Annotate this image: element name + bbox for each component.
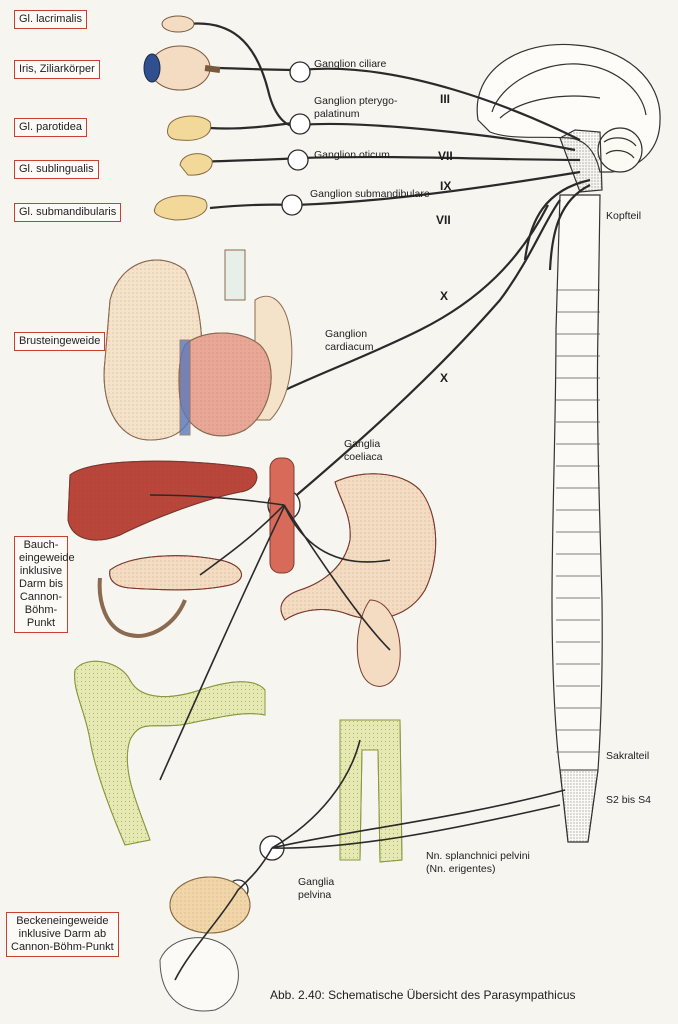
- tag-gl-sublingualis: Gl. sublingualis: [14, 160, 99, 179]
- label-ganglia-pelvina: Ganglia pelvina: [298, 876, 335, 901]
- nerve-X-b: X: [440, 371, 449, 385]
- spinal-cord: [551, 194, 603, 843]
- salivary-glands: [153, 115, 213, 221]
- abdominal-organs: [67, 457, 437, 687]
- label-ganglion-oticum: Ganglion oticum: [314, 149, 390, 161]
- label-s2-bis-s4: S2 bis S4: [606, 794, 651, 806]
- label-ganglion-ciliare: Ganglion ciliare: [314, 58, 387, 70]
- tag-brusteingeweide: Brusteingeweide: [14, 332, 106, 351]
- tag-becken: Beckeneingeweide inklusive Darm ab Canno…: [6, 912, 119, 957]
- label-ganglion-pterygopalatinum: Ganglion pterygo- palatinum: [314, 95, 398, 120]
- tag-iris: Iris, Ziliarkörper: [14, 60, 100, 79]
- label-nn-splanchnici: Nn. splanchnici pelvini (Nn. erigentes): [426, 850, 530, 875]
- caption-text: Schematische Übersicht des Parasympathic…: [328, 988, 576, 1002]
- tag-bauch: Bauch- eingeweide inklusive Darm bis Can…: [14, 536, 75, 633]
- visceral-nerves: [149, 494, 566, 981]
- figure-caption: Abb. 2.40: Schematische Übersicht des Pa…: [270, 988, 576, 1002]
- label-ganglion-submandibulare: Ganglion submandibulare: [310, 188, 430, 200]
- nerve-VII-a: VII: [438, 149, 453, 163]
- eye: [143, 15, 221, 91]
- nerve-VII-b: VII: [436, 213, 451, 227]
- nerve-III: III: [440, 92, 451, 106]
- pelvic-organs: [159, 876, 251, 1012]
- caption-number: Abb. 2.40:: [270, 988, 325, 1002]
- thorax-organs: [103, 249, 293, 441]
- brain: [476, 43, 661, 193]
- label-ganglion-cardiacum: Ganglion cardiacum: [325, 328, 374, 353]
- nerve-IX: IX: [440, 179, 452, 193]
- nerve-X-a: X: [440, 289, 449, 303]
- label-ganglia-coeliaca: Ganglia coeliaca: [344, 438, 383, 463]
- tag-gl-parotidea: Gl. parotidea: [14, 118, 87, 137]
- tag-gl-submandibularis: Gl. submandibularis: [14, 203, 122, 222]
- tag-gl-lacrimalis: Gl. lacrimalis: [14, 10, 87, 29]
- label-kopfteil: Kopfteil: [606, 210, 642, 222]
- label-sakralteil: Sakralteil: [606, 750, 650, 762]
